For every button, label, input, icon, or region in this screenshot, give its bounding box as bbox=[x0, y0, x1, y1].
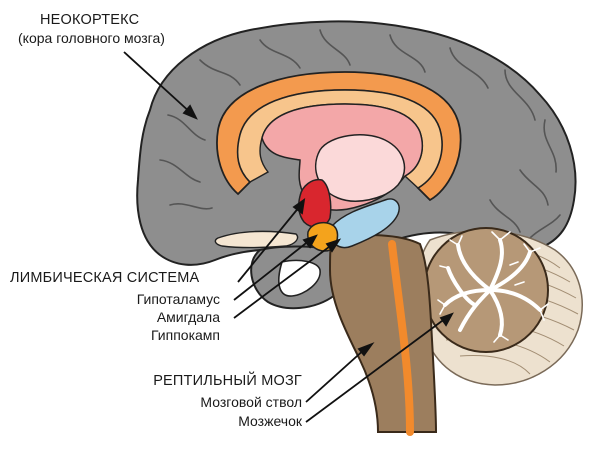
hippocampus-label: Гиппокамп bbox=[151, 327, 220, 344]
reptilian-brain-title: РЕПТИЛЬНЫЙ МОЗГ bbox=[153, 373, 302, 390]
brainstem bbox=[330, 235, 436, 432]
amygdala-label: Амигдала bbox=[157, 309, 220, 326]
neocortex-title: НЕОКОРТЕКС bbox=[40, 12, 139, 29]
limbic-system-title: ЛИМБИЧЕСКАЯ СИСТЕМА bbox=[10, 270, 199, 287]
arrow-brainstem bbox=[306, 348, 366, 402]
hypothalamus-label: Гипоталамус bbox=[137, 291, 220, 308]
cerebellum-label: Мозжечок bbox=[238, 413, 302, 430]
brainstem-label: Мозговой ствол bbox=[200, 394, 302, 411]
neocortex-subtitle: (кора головного мозга) bbox=[18, 30, 165, 47]
